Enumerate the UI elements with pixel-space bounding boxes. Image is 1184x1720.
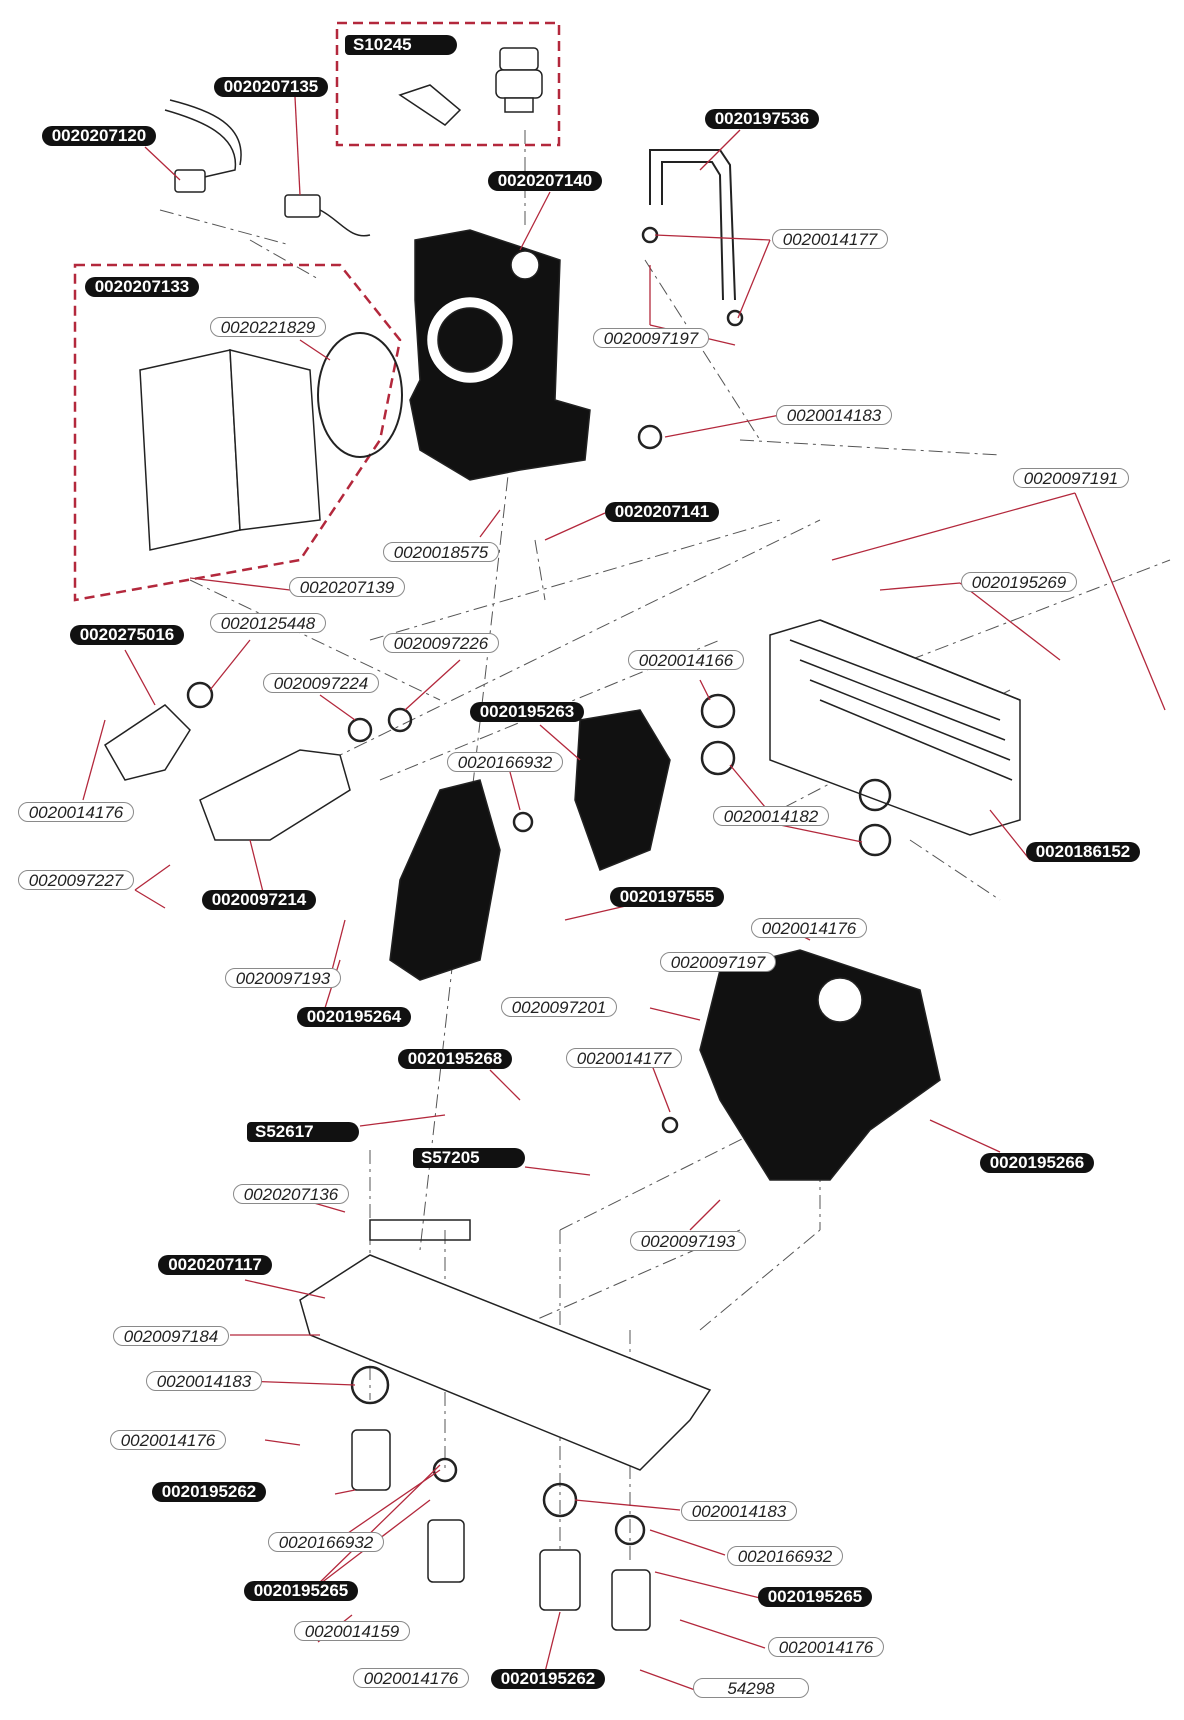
label-0020014166: 0020014166 bbox=[628, 650, 744, 670]
label-0020195263: 0020195263 bbox=[470, 702, 584, 722]
label-0020195268: 0020195268 bbox=[398, 1049, 512, 1069]
label-0020197555: 0020197555 bbox=[610, 887, 724, 907]
label-0020125448: 0020125448 bbox=[210, 613, 326, 633]
label-0020097214: 0020097214 bbox=[202, 890, 316, 910]
label-0020014183-mid: 0020014183 bbox=[146, 1371, 262, 1391]
label-54298: 54298 bbox=[693, 1678, 809, 1698]
label-0020207136: 0020207136 bbox=[233, 1184, 349, 1204]
label-0020014183-upper: 0020014183 bbox=[776, 405, 892, 425]
label-s52617: S52617 bbox=[247, 1122, 359, 1142]
label-0020014159: 0020014159 bbox=[294, 1621, 410, 1641]
label-0020166932-left: 0020166932 bbox=[268, 1532, 384, 1552]
fittings bbox=[351, 1429, 651, 1631]
label-0020014176-left: 0020014176 bbox=[110, 1430, 226, 1450]
label-0020097227: 0020097227 bbox=[18, 870, 134, 890]
label-0020207139: 0020207139 bbox=[289, 577, 405, 597]
cable-parts bbox=[164, 99, 371, 237]
seal-rings bbox=[186, 226, 892, 1546]
valve-block-part bbox=[389, 709, 941, 1181]
label-0020195265-left: 0020195265 bbox=[244, 1581, 358, 1601]
label-0020166932-upper: 0020166932 bbox=[447, 752, 563, 772]
label-0020207117: 0020207117 bbox=[158, 1255, 272, 1275]
label-0020097193-lower: 0020097193 bbox=[630, 1231, 746, 1251]
heat-exchanger-part bbox=[769, 619, 1021, 836]
parts bbox=[104, 47, 1021, 1631]
label-0020207141: 0020207141 bbox=[605, 502, 719, 522]
label-0020195262-left: 0020195262 bbox=[152, 1482, 266, 1502]
label-0020097224: 0020097224 bbox=[263, 673, 379, 693]
label-0020186152: 0020186152 bbox=[1026, 842, 1140, 862]
label-0020207135: 0020207135 bbox=[214, 77, 328, 97]
pipe-part bbox=[649, 149, 736, 301]
group-boxes bbox=[73, 21, 561, 602]
label-0020014182: 0020014182 bbox=[713, 806, 829, 826]
label-0020097191: 0020097191 bbox=[1013, 468, 1129, 488]
label-0020221829: 0020221829 bbox=[210, 317, 326, 337]
label-0020014177-lower: 0020014177 bbox=[566, 1048, 682, 1068]
label-0020195264: 0020195264 bbox=[297, 1007, 411, 1027]
label-0020097226: 0020097226 bbox=[383, 633, 499, 653]
group-box-0020207133 bbox=[73, 263, 402, 602]
label-0020207140: 0020207140 bbox=[488, 171, 602, 191]
label-s10245: S10245 bbox=[345, 35, 457, 55]
label-0020097184: 0020097184 bbox=[113, 1326, 229, 1346]
label-0020097201: 0020097201 bbox=[501, 997, 617, 1017]
label-0020207133: 0020207133 bbox=[85, 277, 199, 297]
label-0020014177-upper: 0020014177 bbox=[772, 229, 888, 249]
label-0020195266: 0020195266 bbox=[980, 1153, 1094, 1173]
label-0020097197-lower: 0020097197 bbox=[660, 952, 776, 972]
label-0020195269: 0020195269 bbox=[961, 572, 1077, 592]
label-0020195265-right: 0020195265 bbox=[758, 1587, 872, 1607]
pump-housing-part bbox=[409, 229, 591, 481]
label-0020166932-right: 0020166932 bbox=[727, 1546, 843, 1566]
label-0020014176-bottom: 0020014176 bbox=[353, 1668, 469, 1688]
label-0020207120: 0020207120 bbox=[42, 126, 156, 146]
label-0020275016: 0020275016 bbox=[70, 625, 184, 645]
safety-valve-part bbox=[104, 704, 351, 841]
label-0020195262-bottom: 0020195262 bbox=[491, 1669, 605, 1689]
group-box-s10245 bbox=[335, 21, 561, 147]
label-0020014176-right: 0020014176 bbox=[768, 1637, 884, 1657]
pump-motor-part bbox=[139, 332, 403, 551]
label-0020014183-lower: 0020014183 bbox=[681, 1501, 797, 1521]
label-0020097197-upper: 0020097197 bbox=[593, 328, 709, 348]
label-0020014176-upper: 0020014176 bbox=[18, 802, 134, 822]
air-vent-part bbox=[398, 47, 543, 126]
label-0020014176-mid: 0020014176 bbox=[751, 918, 867, 938]
label-0020018575: 0020018575 bbox=[383, 542, 499, 562]
label-s57205: S57205 bbox=[413, 1148, 525, 1168]
label-0020197536: 0020197536 bbox=[705, 109, 819, 129]
label-0020097193-upper: 0020097193 bbox=[225, 968, 341, 988]
